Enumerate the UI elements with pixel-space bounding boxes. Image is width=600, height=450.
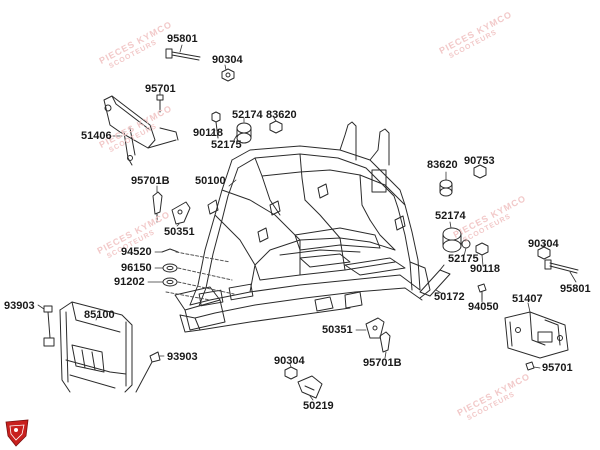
part-label-91202[interactable]: 91202: [114, 276, 145, 288]
part-label-90304[interactable]: 90304: [528, 238, 559, 250]
part-label-95701[interactable]: 95701: [145, 83, 176, 95]
bracket-50351-left: [171, 201, 191, 225]
shield-logo-icon: [5, 419, 29, 447]
part-label-93903[interactable]: 93903: [167, 351, 198, 363]
part-label-52175[interactable]: 52175: [448, 253, 479, 265]
nut-94050: [477, 283, 487, 301]
part-label-95701B[interactable]: 95701B: [363, 357, 402, 369]
part-label-90304[interactable]: 90304: [212, 54, 243, 66]
part-label-50351[interactable]: 50351: [322, 324, 353, 336]
part-label-52174[interactable]: 52174: [232, 109, 263, 121]
rubber-83620-right: [439, 179, 453, 197]
front-bumper-85100: [59, 301, 133, 393]
part-label-93903[interactable]: 93903: [4, 300, 35, 312]
part-label-96150[interactable]: 96150: [121, 262, 152, 274]
bolt-95701-right: [525, 361, 535, 371]
nut-90304-top: [221, 68, 235, 82]
bushing-52174-right: [442, 227, 462, 253]
nut-90304-bottom: [284, 366, 298, 380]
bolt-93903-left: [43, 305, 55, 347]
part-label-52174[interactable]: 52174: [435, 210, 466, 222]
bolt-95701-left: [156, 94, 164, 113]
part-label-50172[interactable]: 50172: [434, 291, 465, 303]
part-label-90753[interactable]: 90753: [464, 155, 495, 167]
part-label-95801[interactable]: 95801: [167, 33, 198, 45]
part-label-51407[interactable]: 51407: [512, 293, 543, 305]
bolt-95801-top: [165, 48, 201, 61]
bracket-50219: [297, 375, 323, 399]
part-label-90118[interactable]: 90118: [193, 127, 223, 139]
bolt-95801-right: [544, 259, 579, 274]
bracket-51406: [103, 95, 179, 166]
part-label-95701B[interactable]: 95701B: [131, 175, 170, 187]
part-label-95701[interactable]: 95701: [542, 362, 573, 374]
part-label-94050[interactable]: 94050: [468, 301, 499, 313]
part-label-83620[interactable]: 83620: [427, 159, 458, 171]
part-label-94520[interactable]: 94520: [121, 246, 152, 258]
part-label-50219[interactable]: 50219: [303, 400, 334, 412]
part-label-51406[interactable]: 51406: [81, 130, 112, 142]
leader-lines: [37, 44, 577, 401]
clip-95701B-left: [152, 191, 163, 223]
main-frame-50100: [174, 121, 431, 333]
part-label-90304[interactable]: 90304: [274, 355, 305, 367]
part-label-52175[interactable]: 52175: [211, 139, 242, 151]
part-label-95801[interactable]: 95801: [560, 283, 591, 295]
bolt-93903-right: [135, 351, 161, 393]
bracket-51407: [504, 311, 569, 359]
clip-95701B-right: [379, 331, 391, 353]
part-label-50100[interactable]: 50100: [195, 175, 226, 187]
part-label-83620[interactable]: 83620: [266, 109, 297, 121]
small-parts-94520-96150-91202: [161, 248, 179, 287]
part-label-90118[interactable]: 90118: [470, 263, 500, 275]
guide-lines: [165, 251, 235, 301]
part-label-50351[interactable]: 50351: [164, 226, 195, 238]
part-label-85100[interactable]: 85100: [84, 309, 115, 321]
bracket-50351-right: [365, 317, 385, 339]
bracket-50172: [419, 264, 451, 297]
